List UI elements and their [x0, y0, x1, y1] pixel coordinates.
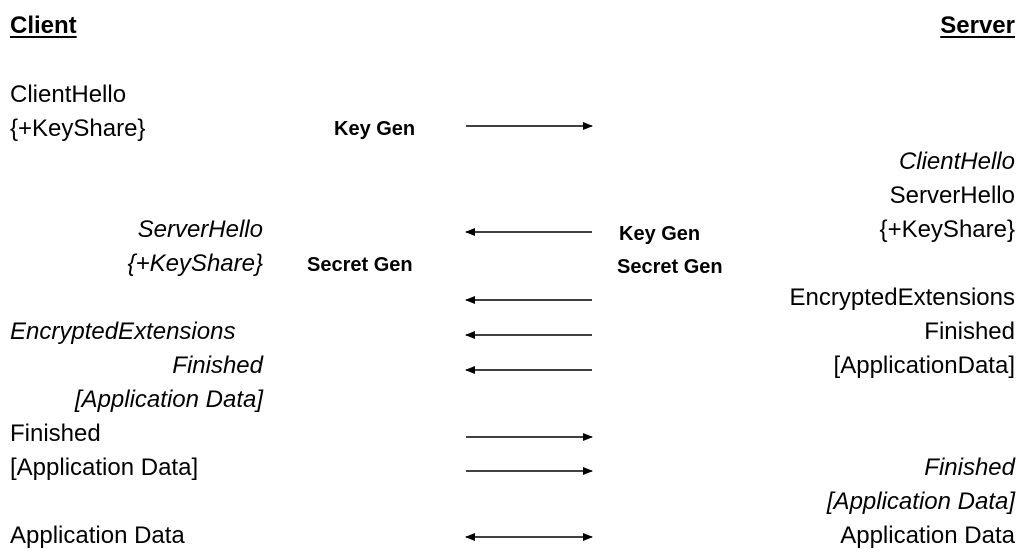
server-header: Server — [940, 12, 1015, 39]
client-secret-gen: Secret Gen — [307, 254, 413, 276]
server-keyshare: {+KeyShare} — [879, 216, 1015, 243]
server-key-gen: Key Gen — [619, 223, 701, 245]
server-application-data-received: [Application Data] — [826, 488, 1015, 515]
server-application-data: Application Data — [840, 522, 1015, 549]
client-encrypted-extensions: EncryptedExtensions — [10, 318, 236, 345]
server-clienthello: ClientHello — [898, 148, 1015, 175]
server-finished: Finished — [924, 318, 1015, 345]
client-serverhello: ServerHello — [137, 216, 263, 243]
client-key-gen: Key Gen — [334, 118, 416, 140]
client-keyshare: {+KeyShare} — [10, 115, 146, 142]
client-application-data-bracket: [Application Data] — [74, 386, 263, 413]
client-server-keyshare: {+KeyShare} — [127, 250, 263, 277]
server-secret-gen: Secret Gen — [617, 256, 723, 278]
client-finished: Finished — [172, 352, 263, 379]
server-finished-received: Finished — [924, 454, 1015, 481]
server-serverhello: ServerHello — [889, 182, 1015, 209]
client-header: Client — [10, 12, 77, 39]
server-encrypted-extensions: EncryptedExtensions — [789, 284, 1015, 311]
client-application-data-sent: [Application Data] — [10, 454, 199, 481]
client-clienthello: ClientHello — [10, 81, 127, 108]
client-finished-sent: Finished — [10, 420, 101, 447]
server-application-data-bracket: [ApplicationData] — [833, 352, 1015, 379]
client-application-data: Application Data — [10, 522, 185, 549]
